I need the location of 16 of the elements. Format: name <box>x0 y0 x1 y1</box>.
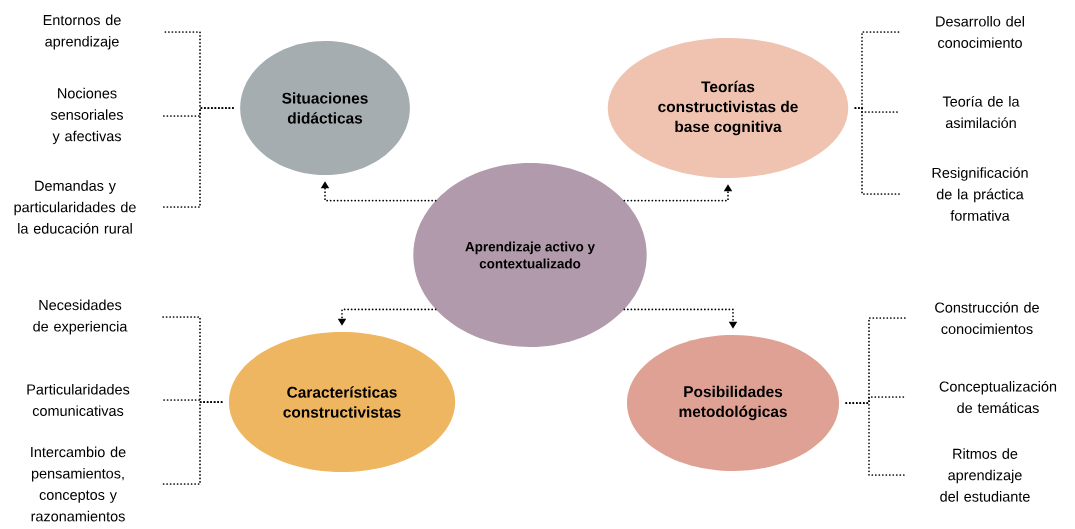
bracket-line <box>854 107 901 195</box>
concept-text: Necesidades de experiencia <box>33 299 128 335</box>
concept-text: Teoría de la asimilación <box>942 95 1020 129</box>
bracket-line <box>845 402 906 476</box>
concept-text: Particularidades comunicativas <box>27 384 130 416</box>
bracket-line <box>162 107 234 208</box>
concept-text: Demandas y particularidades de la educación rural <box>14 180 136 234</box>
concept-text: Intercambio de pensamientos, conceptos y razonamientos <box>31 446 126 522</box>
concept-text: Nociones sensoriales y afectivas <box>50 87 123 145</box>
concept-text: Entornos de aprendizaje <box>43 14 121 50</box>
concept-text: Construcción de conocimientos <box>935 301 1039 335</box>
bracket-line <box>162 401 223 485</box>
concept-text: Desarrollo del conocimiento <box>936 16 1024 48</box>
concept-text: Ritmos de aprendizaje del estudiante <box>940 448 1030 502</box>
concept-text: Resignificación de la práctica formativa <box>932 167 1028 221</box>
concept-text: Conceptualización de temáticas <box>939 380 1057 414</box>
